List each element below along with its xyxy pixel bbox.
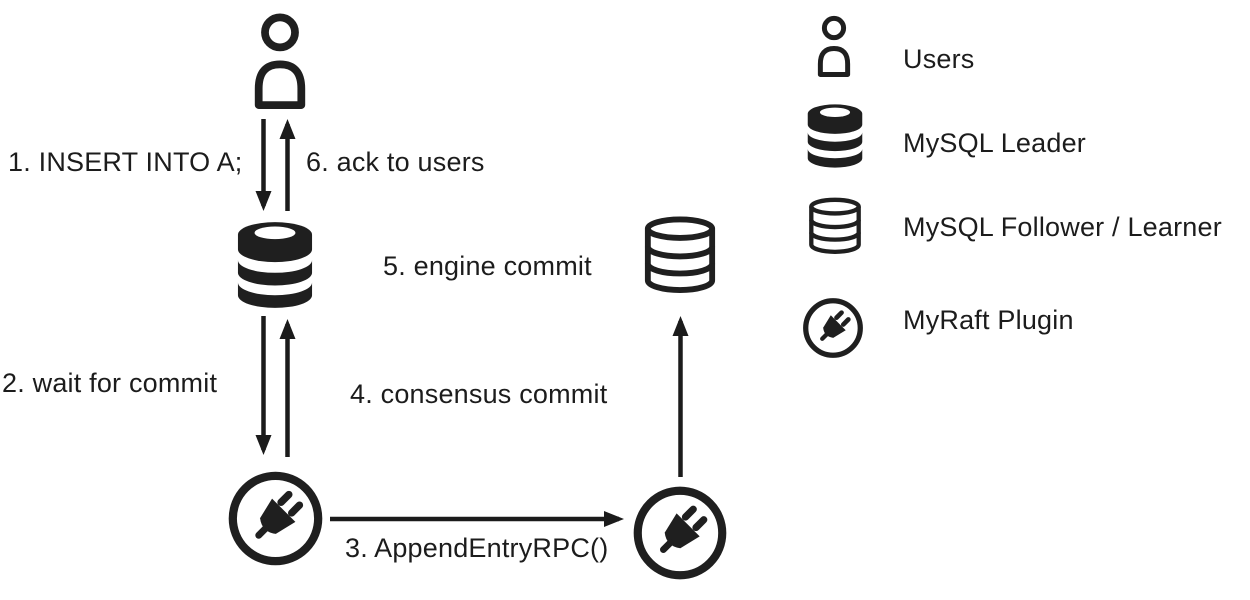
database-filled-icon xyxy=(236,220,314,310)
user-icon xyxy=(249,12,311,109)
plug-icon xyxy=(227,470,324,567)
plug-icon xyxy=(802,297,864,359)
user-icon xyxy=(814,15,854,77)
legend-label-users: Users xyxy=(903,44,975,74)
step-1-label: 1. INSERT INTO A; xyxy=(8,147,243,177)
database-outline-icon xyxy=(642,216,718,294)
legend-label-mysql-follower: MySQL Follower / Learner xyxy=(903,212,1222,242)
step-5-label: 5. engine commit xyxy=(383,251,592,281)
step-4-label: 4. consensus commit xyxy=(350,379,608,409)
step-3-label: 3. AppendEntryRPC() xyxy=(345,533,609,563)
step-6-label: 6. ack to users xyxy=(306,147,485,177)
plug-icon xyxy=(632,485,728,581)
legend-label-mysql-leader: MySQL Leader xyxy=(903,128,1086,158)
database-filled-icon xyxy=(806,103,864,169)
legend-label-myraft-plugin: MyRaft Plugin xyxy=(903,305,1074,335)
step-2-label: 2. wait for commit xyxy=(2,368,218,398)
database-outline-icon xyxy=(807,197,863,255)
